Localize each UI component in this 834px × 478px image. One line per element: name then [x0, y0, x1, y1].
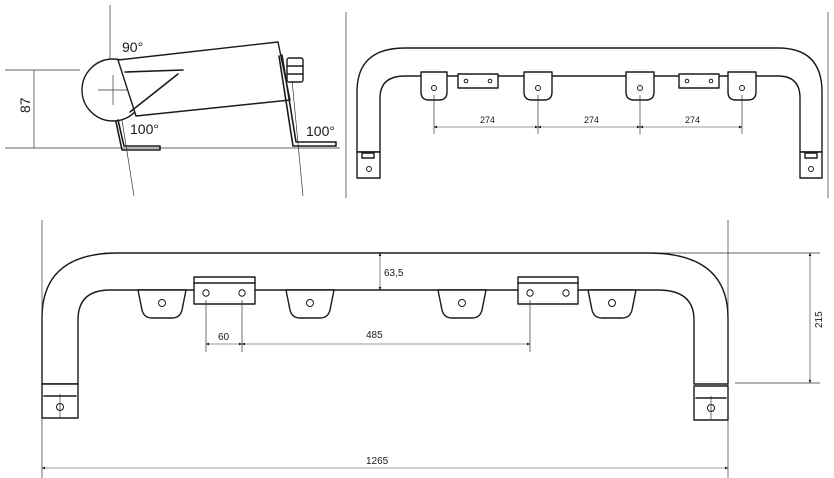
spacing-label-3: 274 [685, 115, 700, 125]
angle-right-label: 100° [306, 123, 335, 139]
mount-plate [457, 73, 499, 89]
mount-plate [193, 276, 256, 305]
bracket-hole-spacing-label: 60 [218, 332, 230, 343]
angle-top-label: 90° [122, 39, 143, 55]
top-view: 274 274 274 [356, 47, 823, 179]
spacing-label-1: 274 [480, 115, 495, 125]
height-label: 87 [17, 97, 33, 113]
front-view: 63,5 60 485 215 1265 [41, 220, 825, 478]
side-view: 90° 100° 100° 87 [5, 5, 340, 197]
mount-plate [678, 73, 720, 89]
mount-bolt [286, 57, 304, 83]
right-mount-bracket [278, 54, 337, 147]
angle-left-label: 100° [130, 121, 159, 137]
spacing-label-2: 274 [584, 115, 599, 125]
mount-plate [517, 276, 579, 305]
left-mount-bracket [115, 119, 161, 151]
bracket-span-label: 485 [366, 330, 383, 341]
total-height-label: 215 [814, 311, 825, 328]
lamp-housing [117, 41, 291, 117]
total-width-label: 1265 [366, 456, 389, 467]
height-offset-label: 63,5 [384, 268, 404, 279]
